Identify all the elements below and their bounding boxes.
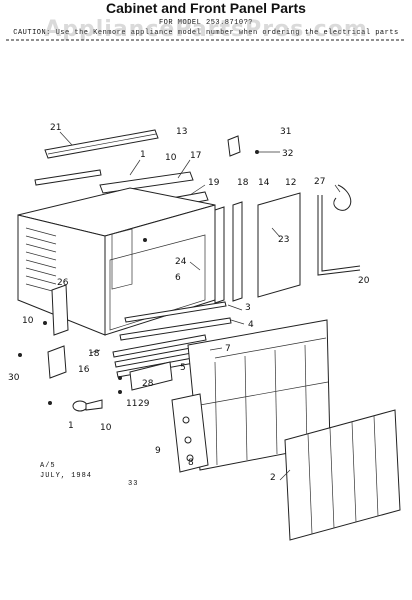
caution-line: CAUTION: Use the Kenmore appliance model… — [13, 29, 399, 37]
strip-3 — [124, 301, 227, 323]
side-channel-18 — [214, 206, 225, 304]
callout-7: 7 — [225, 344, 231, 354]
callout-11: 11 — [126, 399, 137, 409]
side-channel-14 — [232, 201, 243, 302]
callout-3: 3 — [245, 303, 251, 313]
callout-28: 28 — [142, 379, 154, 389]
bracket-16 — [47, 345, 67, 379]
watermark-text: AppliancePartsPros.com — [44, 17, 368, 42]
top-rail-21 — [44, 129, 159, 159]
callout-16: 16 — [78, 365, 90, 375]
callout-10-bottom: 10 — [100, 423, 112, 433]
screws — [18, 238, 147, 405]
cord-27 — [333, 184, 352, 211]
footer-code: A/5 — [40, 462, 56, 470]
cabinet-trim-17 — [99, 171, 194, 194]
callout-24: 24 — [175, 257, 187, 267]
callout-13: 13 — [176, 127, 187, 137]
leader-lines — [59, 131, 341, 481]
bracket-31 — [227, 135, 259, 157]
callout-12: 12 — [285, 178, 296, 188]
callout-31: 31 — [280, 127, 291, 137]
callout-8: 8 — [188, 458, 194, 468]
strip-4 — [119, 317, 232, 341]
callout-29: 29 — [138, 399, 150, 409]
footer-page: 33 — [128, 480, 139, 488]
bracket-20 — [317, 195, 361, 276]
callout-17: 17 — [190, 151, 201, 161]
callout-5: 5 — [180, 363, 186, 373]
callout-21: 21 — [50, 123, 61, 133]
callout-18-top: 18 — [237, 178, 249, 188]
callout-9: 9 — [155, 446, 161, 456]
knob-11 — [72, 399, 103, 412]
bracket-5 — [129, 361, 173, 391]
callout-6: 6 — [175, 273, 181, 283]
cabinet-body — [17, 187, 216, 336]
callout-10-left: 10 — [22, 316, 34, 326]
callout-1-bottom: 1 — [68, 421, 74, 431]
callout-19: 19 — [208, 178, 220, 188]
control-panel-8 — [171, 393, 209, 473]
callout-2: 2 — [270, 473, 276, 483]
callout-20: 20 — [358, 276, 370, 286]
callout-30: 30 — [8, 373, 20, 383]
cabinet-louvers — [25, 227, 57, 293]
footer-date: JULY, 1984 — [40, 472, 93, 480]
callout-32: 32 — [282, 149, 293, 159]
callout-26: 26 — [57, 278, 69, 288]
page-title: Cabinet and Front Panel Parts — [106, 0, 306, 16]
callout-23: 23 — [278, 235, 289, 245]
callout-14: 14 — [258, 178, 270, 188]
callout-18-bottom: 18 — [88, 349, 100, 359]
filter-2 — [284, 409, 401, 541]
callout-1: 1 — [140, 150, 146, 160]
panel-12 — [257, 192, 301, 298]
top-rail-1 — [34, 169, 102, 186]
bracket-26 — [51, 284, 69, 336]
callout-10-top: 10 — [165, 153, 177, 163]
callout-labels: 21 13 31 1 10 17 32 19 18 14 12 27 6 23 … — [8, 123, 370, 483]
callout-27: 27 — [314, 177, 325, 187]
callout-4: 4 — [248, 320, 254, 330]
front-grille — [187, 319, 331, 471]
model-line: FOR MODEL 253.8710?? — [158, 19, 253, 27]
